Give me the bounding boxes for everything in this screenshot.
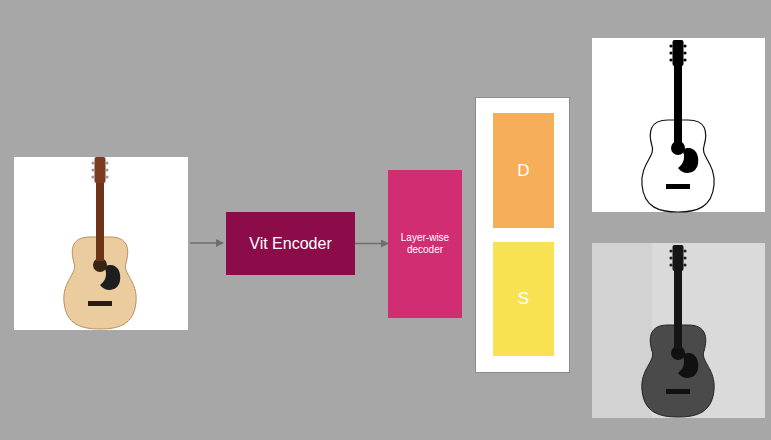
node-label: Layer-wise decoder <box>392 232 458 257</box>
decoder-box: Layer-wise decoder <box>388 170 462 318</box>
input-image <box>14 157 188 330</box>
node-label: D <box>517 160 529 181</box>
head-box: D <box>493 113 554 228</box>
encoder-box: Vit Encoder <box>226 212 355 275</box>
output-mask-image <box>592 38 765 212</box>
node-label: S <box>518 288 529 309</box>
head-box: S <box>493 242 554 356</box>
output-gray-image <box>592 243 765 418</box>
input-arrow <box>190 242 223 244</box>
flow-arrow <box>355 243 388 245</box>
node-label: Vit Encoder <box>249 234 331 254</box>
